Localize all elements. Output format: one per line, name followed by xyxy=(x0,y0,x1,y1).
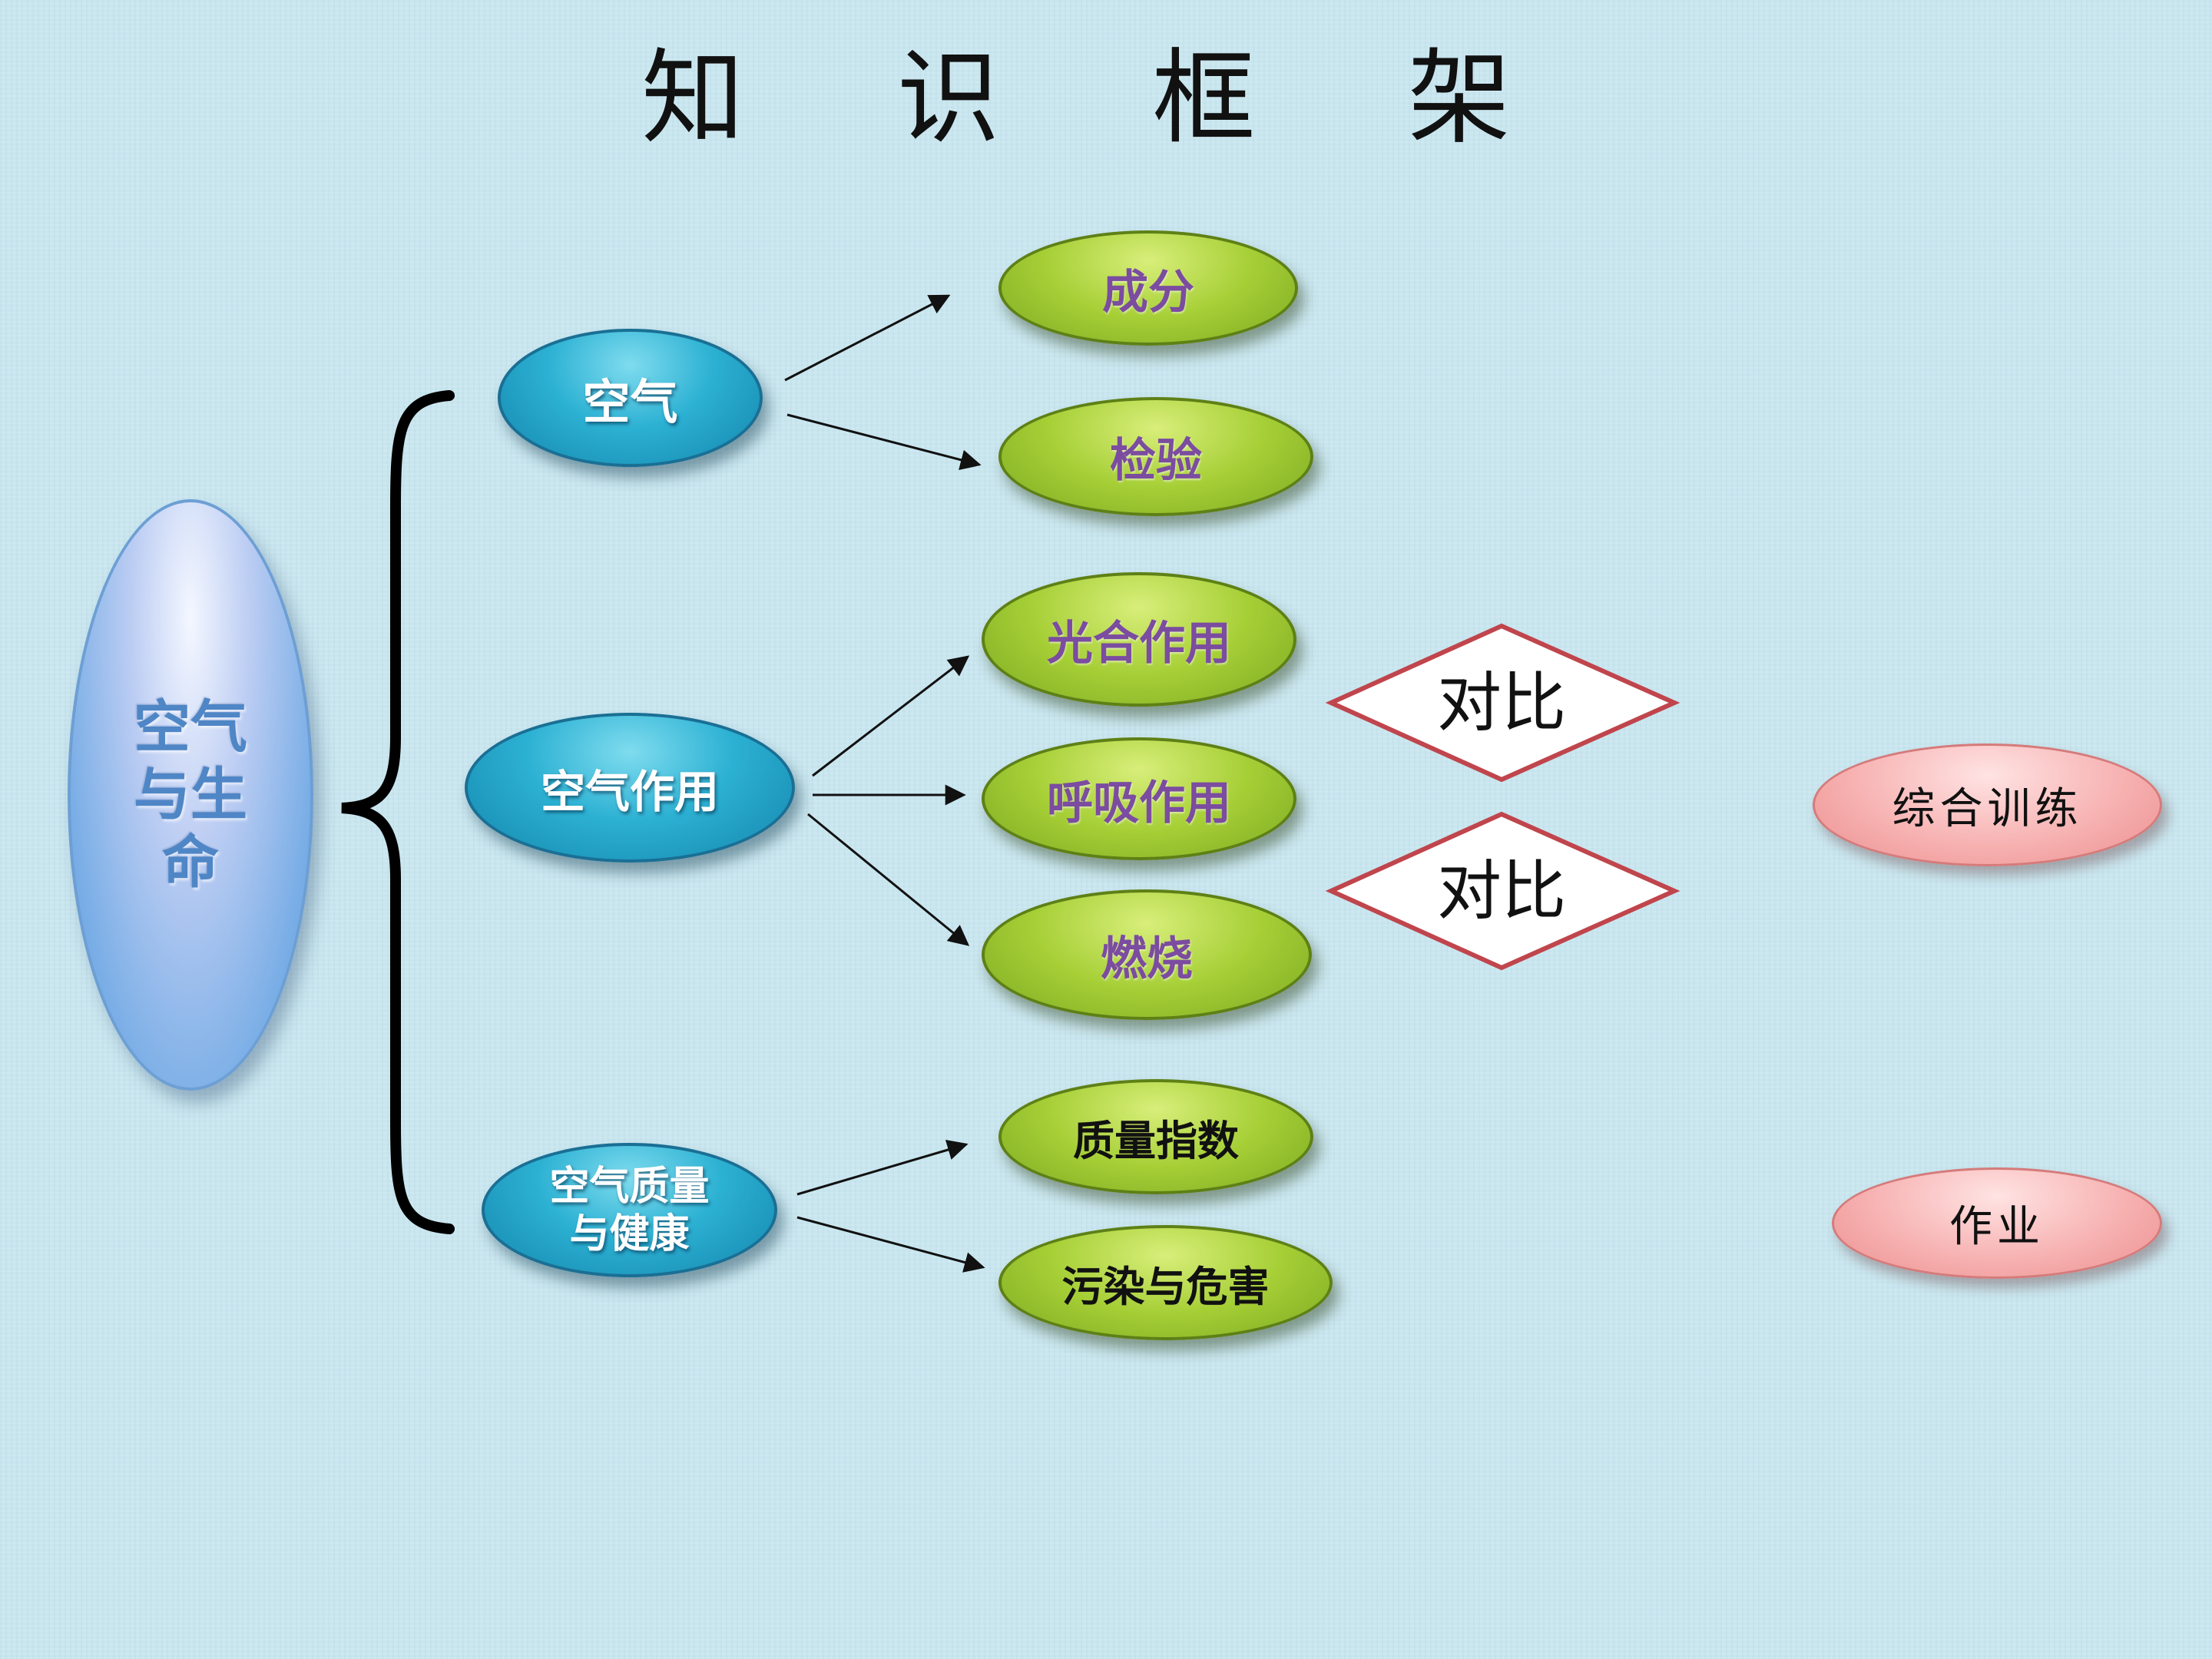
leaf-test[interactable]: 检验 xyxy=(998,397,1313,516)
leaf-composition[interactable]: 成分 xyxy=(998,230,1298,346)
leaf-combustion[interactable]: 燃烧 xyxy=(982,889,1312,1020)
arrow-quality-to-pollution xyxy=(796,1216,985,1273)
arrow-air-to-composition xyxy=(784,294,951,382)
homework-link[interactable]: 作业 xyxy=(1832,1167,2162,1279)
compare-diamond-2 xyxy=(1325,811,1681,971)
leaf-respiration-label: 呼吸作用 xyxy=(1047,776,1231,830)
branch-air[interactable]: 空气 xyxy=(498,329,763,467)
compare-label-2: 对比 xyxy=(1436,853,1566,929)
leaf-respiration[interactable]: 呼吸作用 xyxy=(982,737,1296,860)
arrow-function-to-photosynthesis xyxy=(812,655,970,777)
leaf-test-label: 检验 xyxy=(1110,434,1202,488)
arrow-air-to-test xyxy=(786,413,982,470)
compare-diamond-1 xyxy=(1325,623,1681,783)
leaf-quality-index[interactable]: 质量指数 xyxy=(998,1079,1313,1194)
leaf-composition-label: 成分 xyxy=(1102,265,1194,320)
leaf-combustion-label: 燃烧 xyxy=(1101,932,1193,986)
branch-air-quality-label: 空气质量与健康 xyxy=(549,1163,710,1257)
practice-link[interactable]: 综合训练 xyxy=(1813,743,2162,866)
practice-link-label: 综合训练 xyxy=(1892,783,2083,834)
root-label: 空气与生命 xyxy=(134,694,247,896)
branch-air-function-label: 空气作用 xyxy=(540,765,719,818)
compare-label-1: 对比 xyxy=(1436,665,1566,740)
page-title: 知 识 框 架 xyxy=(641,38,1571,158)
leaf-pollution-label: 污染与危害 xyxy=(1061,1261,1270,1311)
branch-air-label: 空气 xyxy=(582,374,678,430)
branch-air-function[interactable]: 空气作用 xyxy=(465,713,795,863)
arrow-function-to-combustion xyxy=(807,813,970,946)
leaf-quality-index-label: 质量指数 xyxy=(1073,1115,1239,1165)
arrow-quality-to-index xyxy=(796,1139,969,1196)
leaf-pollution[interactable]: 污染与危害 xyxy=(998,1225,1333,1340)
curly-brace xyxy=(341,390,455,1234)
homework-link-label: 作业 xyxy=(1949,1202,2045,1252)
branch-air-quality[interactable]: 空气质量与健康 xyxy=(482,1143,777,1277)
root-node: 空气与生命 xyxy=(68,499,313,1091)
leaf-photosynthesis[interactable]: 光合作用 xyxy=(982,572,1296,707)
leaf-photosynthesis-label: 光合作用 xyxy=(1047,617,1231,671)
